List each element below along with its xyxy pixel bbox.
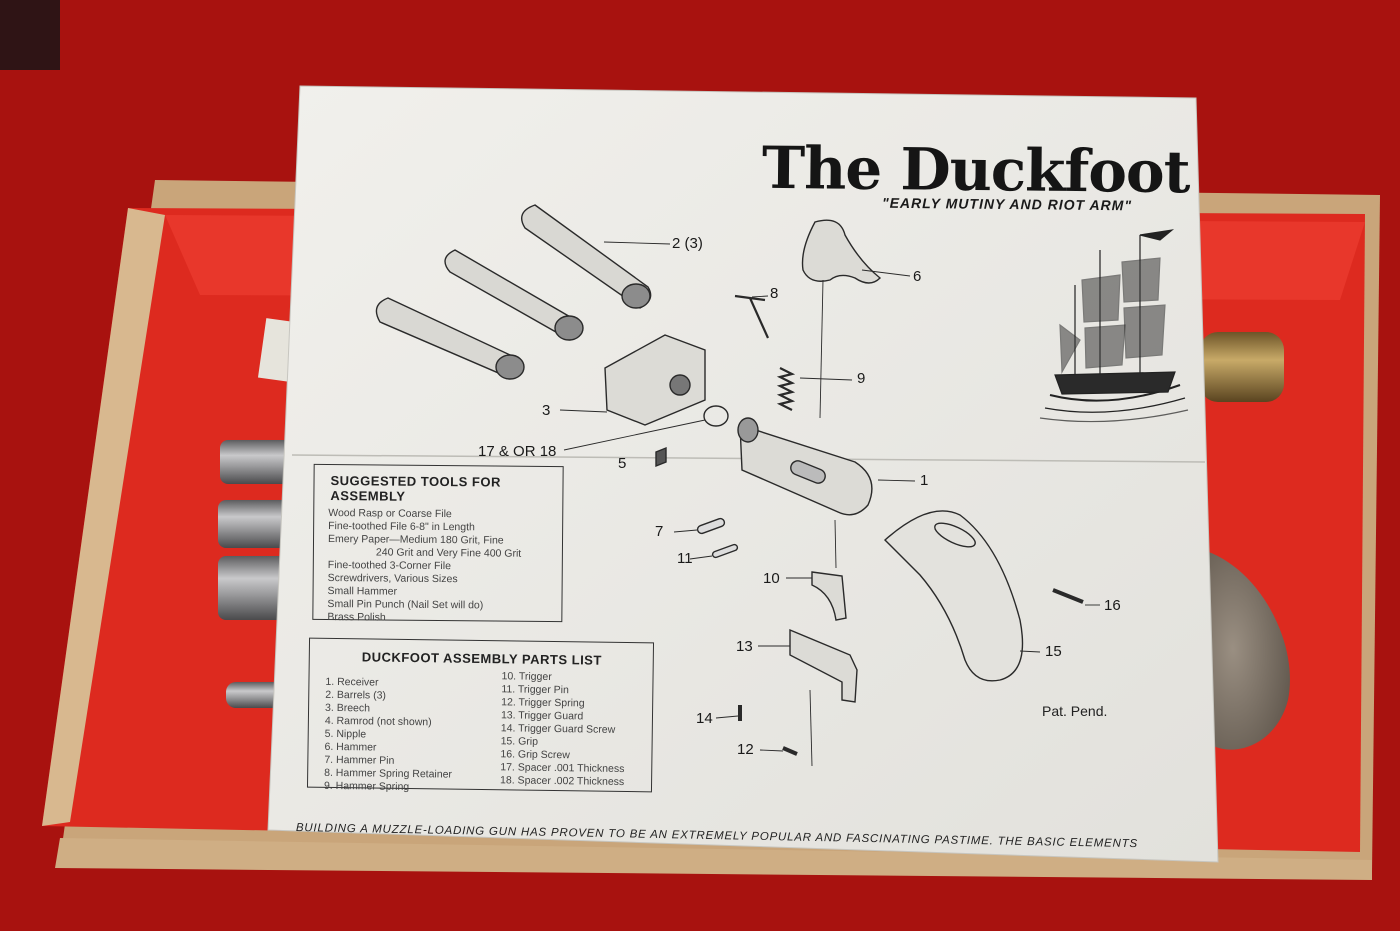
hammer-retainer-part <box>734 294 770 339</box>
grip-screw-part <box>1052 588 1084 604</box>
breech-hole <box>669 374 691 396</box>
ship-illustration <box>1039 229 1189 423</box>
callout-1: 1 <box>920 472 929 489</box>
instruction-sheet <box>267 85 1219 863</box>
wooden-grip <box>1195 548 1290 750</box>
callout-5: 5 <box>618 455 627 472</box>
exploded-parts-diagram <box>375 204 1100 767</box>
callout-9: 9 <box>857 370 866 387</box>
patent-pending-note: Pat. Pend. <box>1042 703 1108 719</box>
tools-heading: SUGGESTED TOOLS FOR ASSEMBLY <box>330 473 501 504</box>
callout-14: 14 <box>696 710 713 727</box>
callout-10: 10 <box>763 570 780 587</box>
hammer-pin-part <box>696 517 726 535</box>
callout-16: 16 <box>1104 597 1121 614</box>
barrel-part <box>375 204 652 380</box>
parts-box: DUCKFOOT ASSEMBLY PARTS LIST 1. Receiver… <box>306 637 655 793</box>
leader-lines <box>559 241 1100 767</box>
hammer-spring-part <box>776 367 796 411</box>
trigger-part <box>811 571 847 621</box>
grip-part <box>883 510 1024 682</box>
sheet-subtitle: "EARLY MUTINY AND RIOT ARM" <box>881 194 1133 214</box>
steel-barrel-2 <box>218 500 300 548</box>
nipple-part <box>655 446 667 468</box>
parts-columns: 1. Receiver 2. Barrels (3) 3. Breech 4. … <box>324 668 653 798</box>
hammer-part <box>801 219 882 284</box>
callout-6: 6 <box>913 268 922 285</box>
brass-fitting <box>1200 332 1284 402</box>
box-front-edge <box>55 838 1372 880</box>
trigger-pin-part <box>711 543 739 559</box>
callout-2: 2 (3) <box>672 235 703 252</box>
tool-item: Brass Polish <box>327 611 386 624</box>
callout-15: 15 <box>1045 643 1062 660</box>
callout-13: 13 <box>736 638 753 655</box>
tools-list: Wood Rasp or Coarse File Fine-toothed Fi… <box>327 507 562 626</box>
callout-8: 8 <box>770 285 779 302</box>
parts-col-left: 1. Receiver 2. Barrels (3) 3. Breech 4. … <box>324 676 494 795</box>
part-item: 9. Hammer Spring <box>323 779 410 794</box>
callout-12: 12 <box>737 741 754 758</box>
parts-col-right: 10. Trigger 11. Trigger Pin 12. Trigger … <box>500 670 626 797</box>
box-left-wall <box>42 208 165 826</box>
trigger-guard-part <box>789 628 858 703</box>
parts-heading: DUCKFOOT ASSEMBLY PARTS LIST <box>361 649 602 668</box>
breech-part <box>604 334 706 426</box>
callout-3: 3 <box>542 402 551 419</box>
dark-corner <box>0 0 60 70</box>
callout-11: 11 <box>677 550 693 567</box>
tool-item: Emery Paper—Medium 180 Grit, Fine <box>327 533 504 547</box>
trigger-spring-part <box>782 746 798 756</box>
steel-barrel-1 <box>220 440 300 484</box>
callout-7: 7 <box>655 523 664 540</box>
tools-box: SUGGESTED TOOLS FOR ASSEMBLY Wood Rasp o… <box>312 463 564 624</box>
spacer-ring <box>703 405 729 427</box>
part-item: 18. Spacer .002 Thickness <box>500 774 625 789</box>
callout-17: 17 & OR 18 <box>478 443 557 460</box>
